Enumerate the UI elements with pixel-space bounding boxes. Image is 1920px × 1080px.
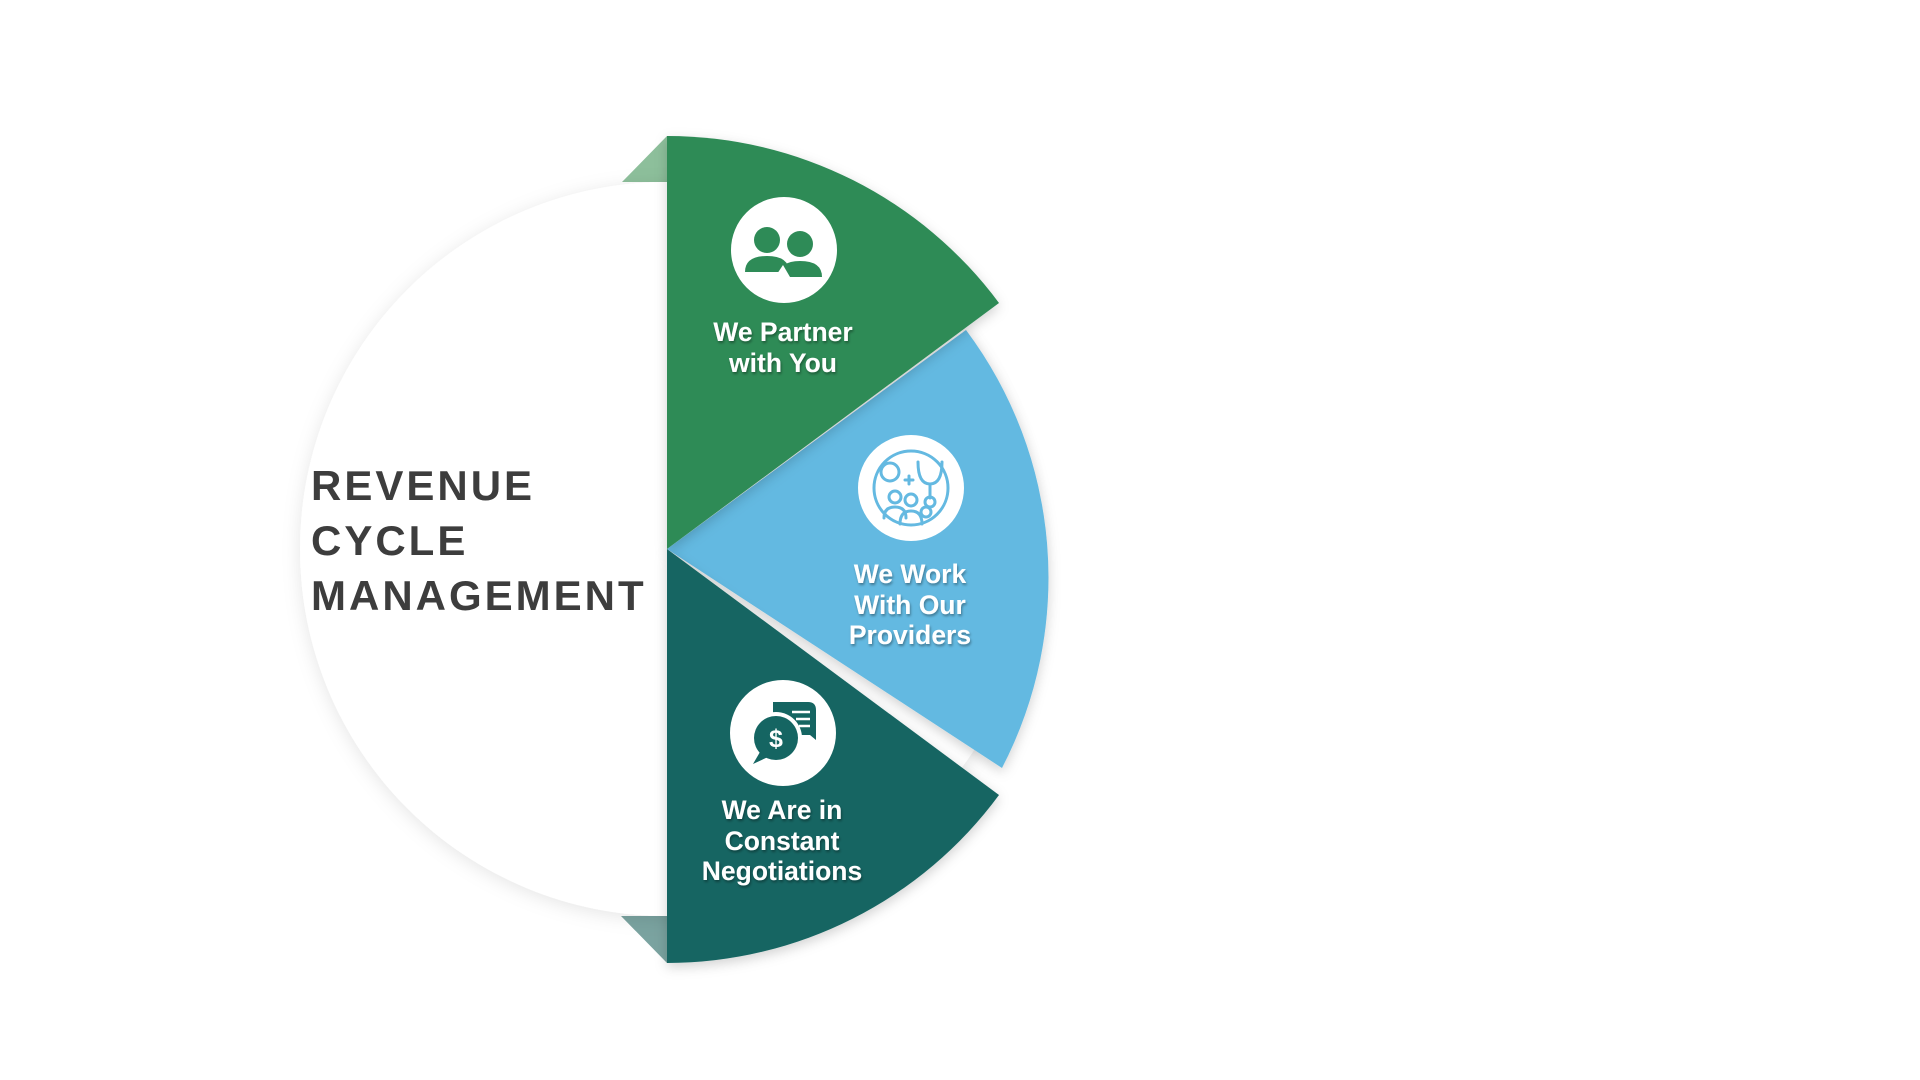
title-line-management: MANAGEMENT	[311, 572, 647, 619]
dollar-chat-icon: $	[750, 702, 816, 764]
svg-text:$: $	[769, 725, 783, 753]
label-negotiations-line1: We Are in	[722, 795, 843, 825]
segment-negotiations-wedge	[667, 549, 999, 963]
label-partner-line1: We Partner	[713, 317, 852, 347]
bottom-fold-tab	[621, 916, 667, 963]
top-fold-tab	[622, 136, 667, 182]
title-line-cycle: CYCLE	[311, 517, 468, 564]
segment-providers-wedge	[667, 330, 1049, 768]
label-negotiations: We Are in Constant Negotiations	[702, 795, 862, 886]
page-title: REVENUE CYCLE MANAGEMENT	[311, 462, 647, 619]
label-negotiations-line3: Negotiations	[702, 856, 862, 886]
icon-partner	[731, 197, 837, 303]
label-negotiations-line2: Constant	[725, 826, 840, 856]
label-providers-line2: With Our	[854, 590, 966, 620]
label-providers-line3: Providers	[849, 620, 971, 650]
label-providers-line1: We Work	[854, 559, 967, 589]
segment-providers	[667, 330, 1049, 768]
stethoscope-team-icon	[872, 449, 950, 527]
segment-negotiations	[667, 549, 999, 963]
title-line-revenue: REVENUE	[311, 462, 535, 509]
icon-negotiations: $	[730, 680, 836, 786]
icon-providers	[858, 435, 964, 541]
people-icon	[745, 227, 822, 277]
label-partner-line2: with You	[728, 348, 837, 378]
label-partner: We Partner with You	[713, 317, 852, 378]
label-providers: We Work With Our Providers	[849, 559, 971, 650]
